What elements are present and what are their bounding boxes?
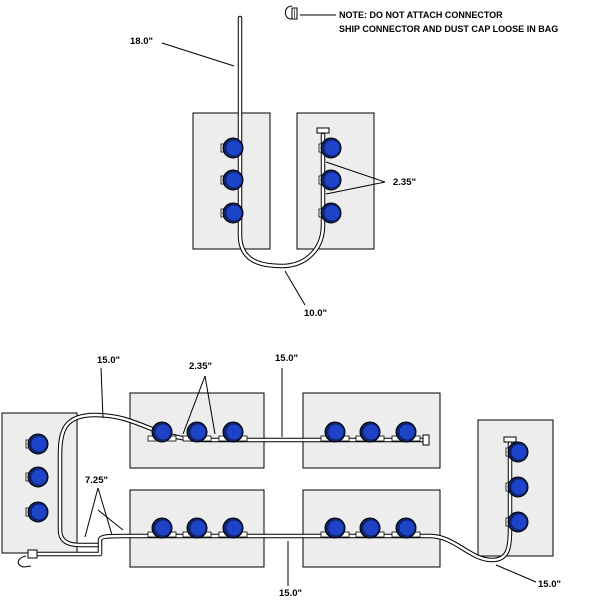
port bbox=[355, 517, 385, 539]
label-15-bottom-mid: 15.0" bbox=[279, 588, 302, 599]
port-row-lower-a bbox=[147, 517, 248, 539]
port bbox=[218, 517, 248, 539]
hose-top bbox=[237, 15, 326, 269]
leader-725-c bbox=[97, 509, 124, 531]
label-235-bottom: 2.35" bbox=[189, 361, 212, 372]
port bbox=[25, 466, 49, 488]
port bbox=[147, 421, 177, 443]
leader-10 bbox=[284, 270, 306, 306]
note-line-2: SHIP CONNECTOR AND DUST CAP LOOSE IN BAG bbox=[339, 24, 558, 34]
connector-bottom-left bbox=[17, 549, 38, 568]
end-cap-upper-b bbox=[422, 434, 430, 446]
leader-15-right bbox=[495, 564, 537, 583]
port bbox=[220, 202, 244, 224]
label-15-top-left: 15.0" bbox=[97, 355, 120, 366]
port-column-left bbox=[25, 433, 49, 523]
port bbox=[218, 421, 248, 443]
port bbox=[391, 517, 421, 539]
port bbox=[220, 169, 244, 191]
leader-235-a bbox=[325, 161, 386, 183]
port bbox=[182, 517, 212, 539]
label-18: 18.0" bbox=[130, 36, 153, 47]
port bbox=[505, 476, 529, 498]
port bbox=[25, 433, 49, 455]
connector-icon bbox=[284, 5, 298, 20]
leader-725-a bbox=[84, 487, 99, 538]
top-assembly: 18.0" 2.35" 10.0" bbox=[130, 15, 416, 319]
port-row-upper-b bbox=[320, 421, 421, 443]
note-block: NOTE: DO NOT ATTACH CONNECTOR SHIP CONNE… bbox=[284, 5, 558, 34]
port bbox=[318, 202, 342, 224]
leader-235-bottom-b bbox=[204, 375, 216, 435]
end-cap-top-right bbox=[316, 127, 330, 134]
leader-15-top-left bbox=[100, 367, 104, 419]
leader-725-b bbox=[97, 487, 113, 536]
port bbox=[318, 169, 342, 191]
port-row-upper-a bbox=[147, 421, 248, 443]
port bbox=[182, 421, 212, 443]
hose-bottom bbox=[35, 412, 513, 563]
port bbox=[320, 517, 350, 539]
bottom-assembly: 15.0" 2.35" 15.0" 7.25" 15.0" 15.0" bbox=[1, 353, 561, 599]
port bbox=[318, 137, 342, 159]
leader-235-bottom-a bbox=[182, 375, 206, 435]
label-15-right: 15.0" bbox=[538, 579, 561, 590]
port bbox=[320, 421, 350, 443]
end-cap-right-vertical bbox=[503, 436, 517, 443]
label-235-top: 2.35" bbox=[393, 177, 416, 188]
port-column-top-right bbox=[318, 137, 342, 224]
label-725: 7.25" bbox=[85, 475, 108, 486]
port bbox=[220, 137, 244, 159]
leader-235-b bbox=[325, 181, 386, 195]
port-row-lower-b bbox=[320, 517, 421, 539]
leader-18 bbox=[161, 42, 235, 67]
note-line-1: NOTE: DO NOT ATTACH CONNECTOR bbox=[339, 10, 503, 20]
port bbox=[25, 501, 49, 523]
port bbox=[505, 441, 529, 463]
port bbox=[505, 511, 529, 533]
port bbox=[147, 517, 177, 539]
label-15-top-mid: 15.0" bbox=[275, 353, 298, 364]
port-column-top-left bbox=[220, 137, 244, 224]
port bbox=[355, 421, 385, 443]
port-column-right bbox=[505, 441, 529, 533]
port bbox=[391, 421, 421, 443]
label-10: 10.0" bbox=[304, 308, 327, 319]
